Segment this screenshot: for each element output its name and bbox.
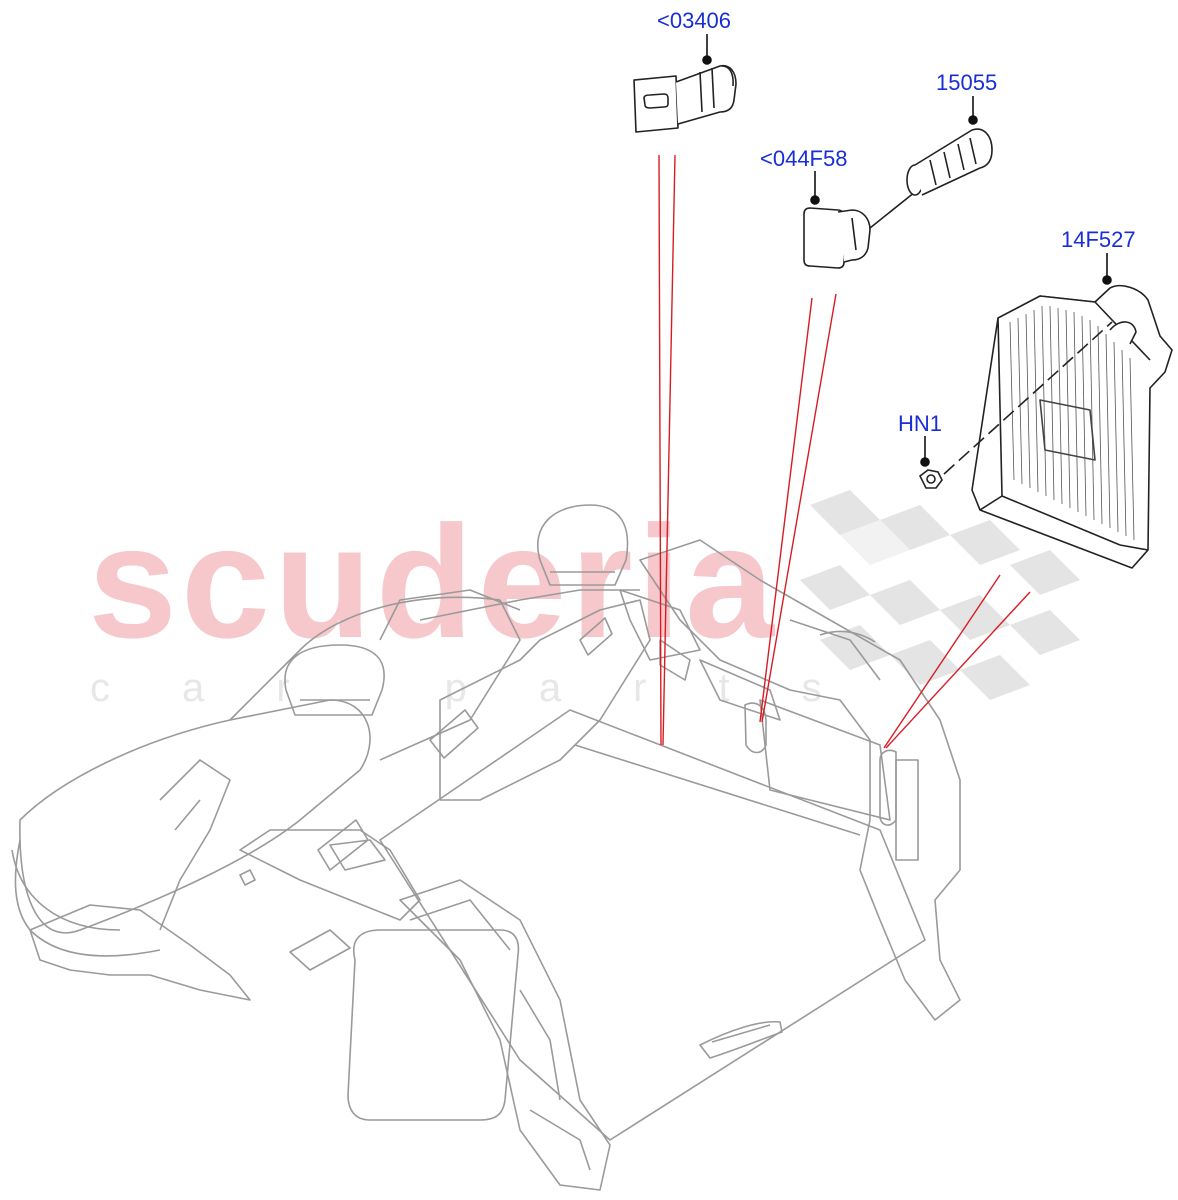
leader-14f527-b xyxy=(885,591,1031,749)
callout-pins xyxy=(702,34,1112,467)
usb-socket-part[interactable] xyxy=(633,64,737,133)
leader-044f58-a xyxy=(759,297,813,723)
watermark-sub: car parts xyxy=(90,666,894,710)
callout-14f527[interactable]: 14F527 xyxy=(1061,227,1136,252)
hex-nut-part[interactable] xyxy=(918,321,1113,489)
amplifier-module-part[interactable] xyxy=(971,284,1173,569)
leader-03406-b xyxy=(662,154,676,746)
vehicle-interior-outline xyxy=(11,504,961,1191)
checker-flag-watermark xyxy=(800,490,1080,700)
callout-044f58[interactable]: <044F58 xyxy=(760,146,848,171)
callout-hn1[interactable]: HN1 xyxy=(898,411,943,436)
socket-bezel-part[interactable] xyxy=(803,207,871,269)
leader-lines xyxy=(658,154,1031,749)
power-socket-part[interactable] xyxy=(869,128,993,229)
leader-044f58-b xyxy=(761,293,837,723)
callout-15055[interactable]: 15055 xyxy=(936,70,998,95)
leader-14f527-a xyxy=(883,574,1001,749)
leader-03406-a xyxy=(658,154,662,746)
callout-03406[interactable]: <03406 xyxy=(657,8,732,33)
